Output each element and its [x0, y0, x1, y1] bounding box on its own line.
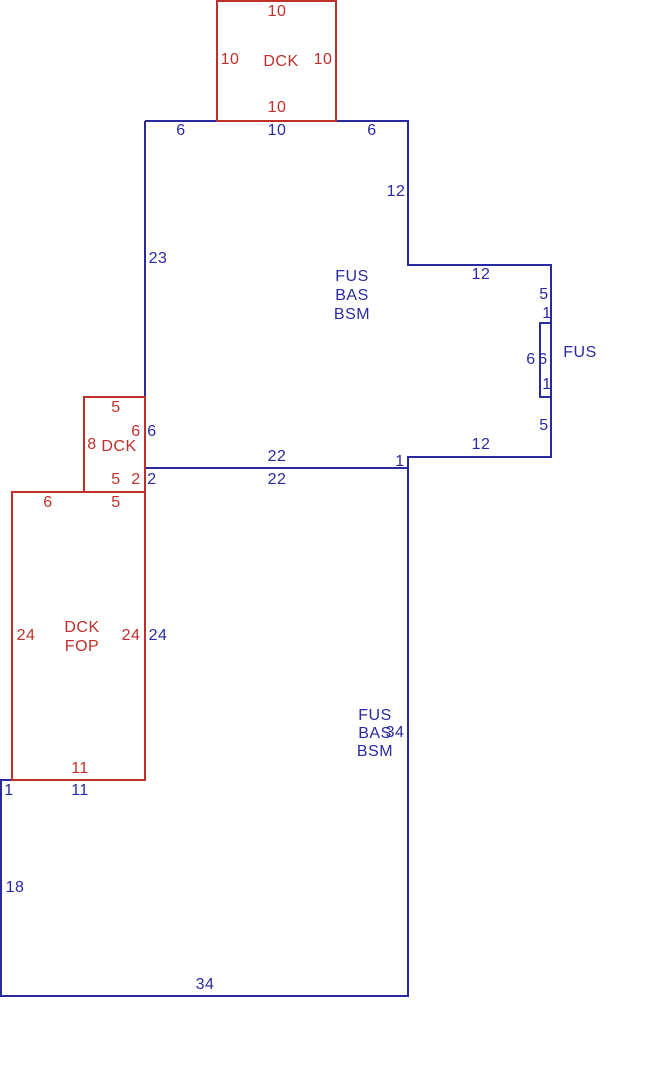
top-deck-outline [216, 0, 337, 122]
dim-porch-left: 24 [17, 627, 36, 644]
dim-lower-notch-bottom: 11 [71, 782, 89, 799]
dim-bump-bottom: 5 [539, 417, 548, 434]
top-deck-code: DCK [263, 53, 298, 70]
dim-porch-top-left: 6 [43, 494, 52, 511]
dim-lower-deck-side: 6 [147, 423, 156, 440]
dim-lower-step-short: 1 [4, 782, 13, 799]
dim-lower-bottom: 34 [196, 976, 215, 993]
dim-bump-short-top: 1 [542, 305, 551, 322]
dim-top-deck-top: 10 [268, 3, 287, 20]
dim-top-deck-bottom: 10 [268, 99, 287, 116]
lower-area-code-1: FUS [358, 707, 392, 724]
dim-upper-left: 23 [149, 250, 168, 267]
lower-living-area-outline [0, 467, 409, 997]
dim-lower-short-jog: 2 [147, 471, 156, 488]
dim-top-deck-right: 10 [314, 51, 333, 68]
dim-upper-top-left: 6 [176, 122, 185, 139]
dim-upper-top-right: 6 [367, 122, 376, 139]
dim-upper-step-top: 12 [472, 266, 491, 283]
dim-upper-bottom: 22 [268, 448, 287, 465]
dim-bump-top: 5 [539, 286, 548, 303]
bay-bumpout-outline [539, 322, 552, 398]
dim-porch-bottom: 11 [71, 760, 89, 777]
dim-upper-step-bottom: 12 [472, 436, 491, 453]
upper-area-code-3: BSM [334, 306, 370, 323]
dim-top-deck-left: 10 [221, 51, 240, 68]
dim-side-deck-right: 6 [131, 423, 140, 440]
porch-outline [11, 491, 146, 781]
dim-upper-right: 12 [387, 183, 406, 200]
dim-lower-right: 34 [386, 724, 405, 741]
lower-area-code-2: BAS [358, 725, 392, 742]
porch-code-1: DCK [64, 619, 99, 636]
upper-area-code-1: FUS [335, 268, 369, 285]
dim-side-deck-top: 5 [111, 399, 120, 416]
dim-lower-notch-left: 24 [149, 627, 168, 644]
dim-side-deck-left: 8 [87, 436, 96, 453]
dim-bump-left-side: 6 [526, 351, 535, 368]
bumpout-area-code: FUS [563, 344, 597, 361]
dim-side-deck-jog: 2 [131, 471, 140, 488]
dim-bump-right-side: 6 [538, 351, 547, 368]
side-deck-code: DCK [101, 438, 136, 455]
upper-area-code-2: BAS [335, 287, 369, 304]
dim-lower-left: 18 [6, 879, 25, 896]
dim-side-deck-bottom: 5 [111, 471, 120, 488]
dim-upper-top-mid: 10 [268, 122, 287, 139]
dim-lower-top: 22 [268, 471, 287, 488]
dim-porch-top-right: 5 [111, 494, 120, 511]
dim-bump-short-bottom: 1 [542, 376, 551, 393]
lower-area-code-3: BSM [357, 743, 393, 760]
dim-upper-step-short: 1 [395, 453, 404, 470]
porch-code-2: FOP [65, 638, 99, 655]
dim-porch-right: 24 [122, 627, 141, 644]
